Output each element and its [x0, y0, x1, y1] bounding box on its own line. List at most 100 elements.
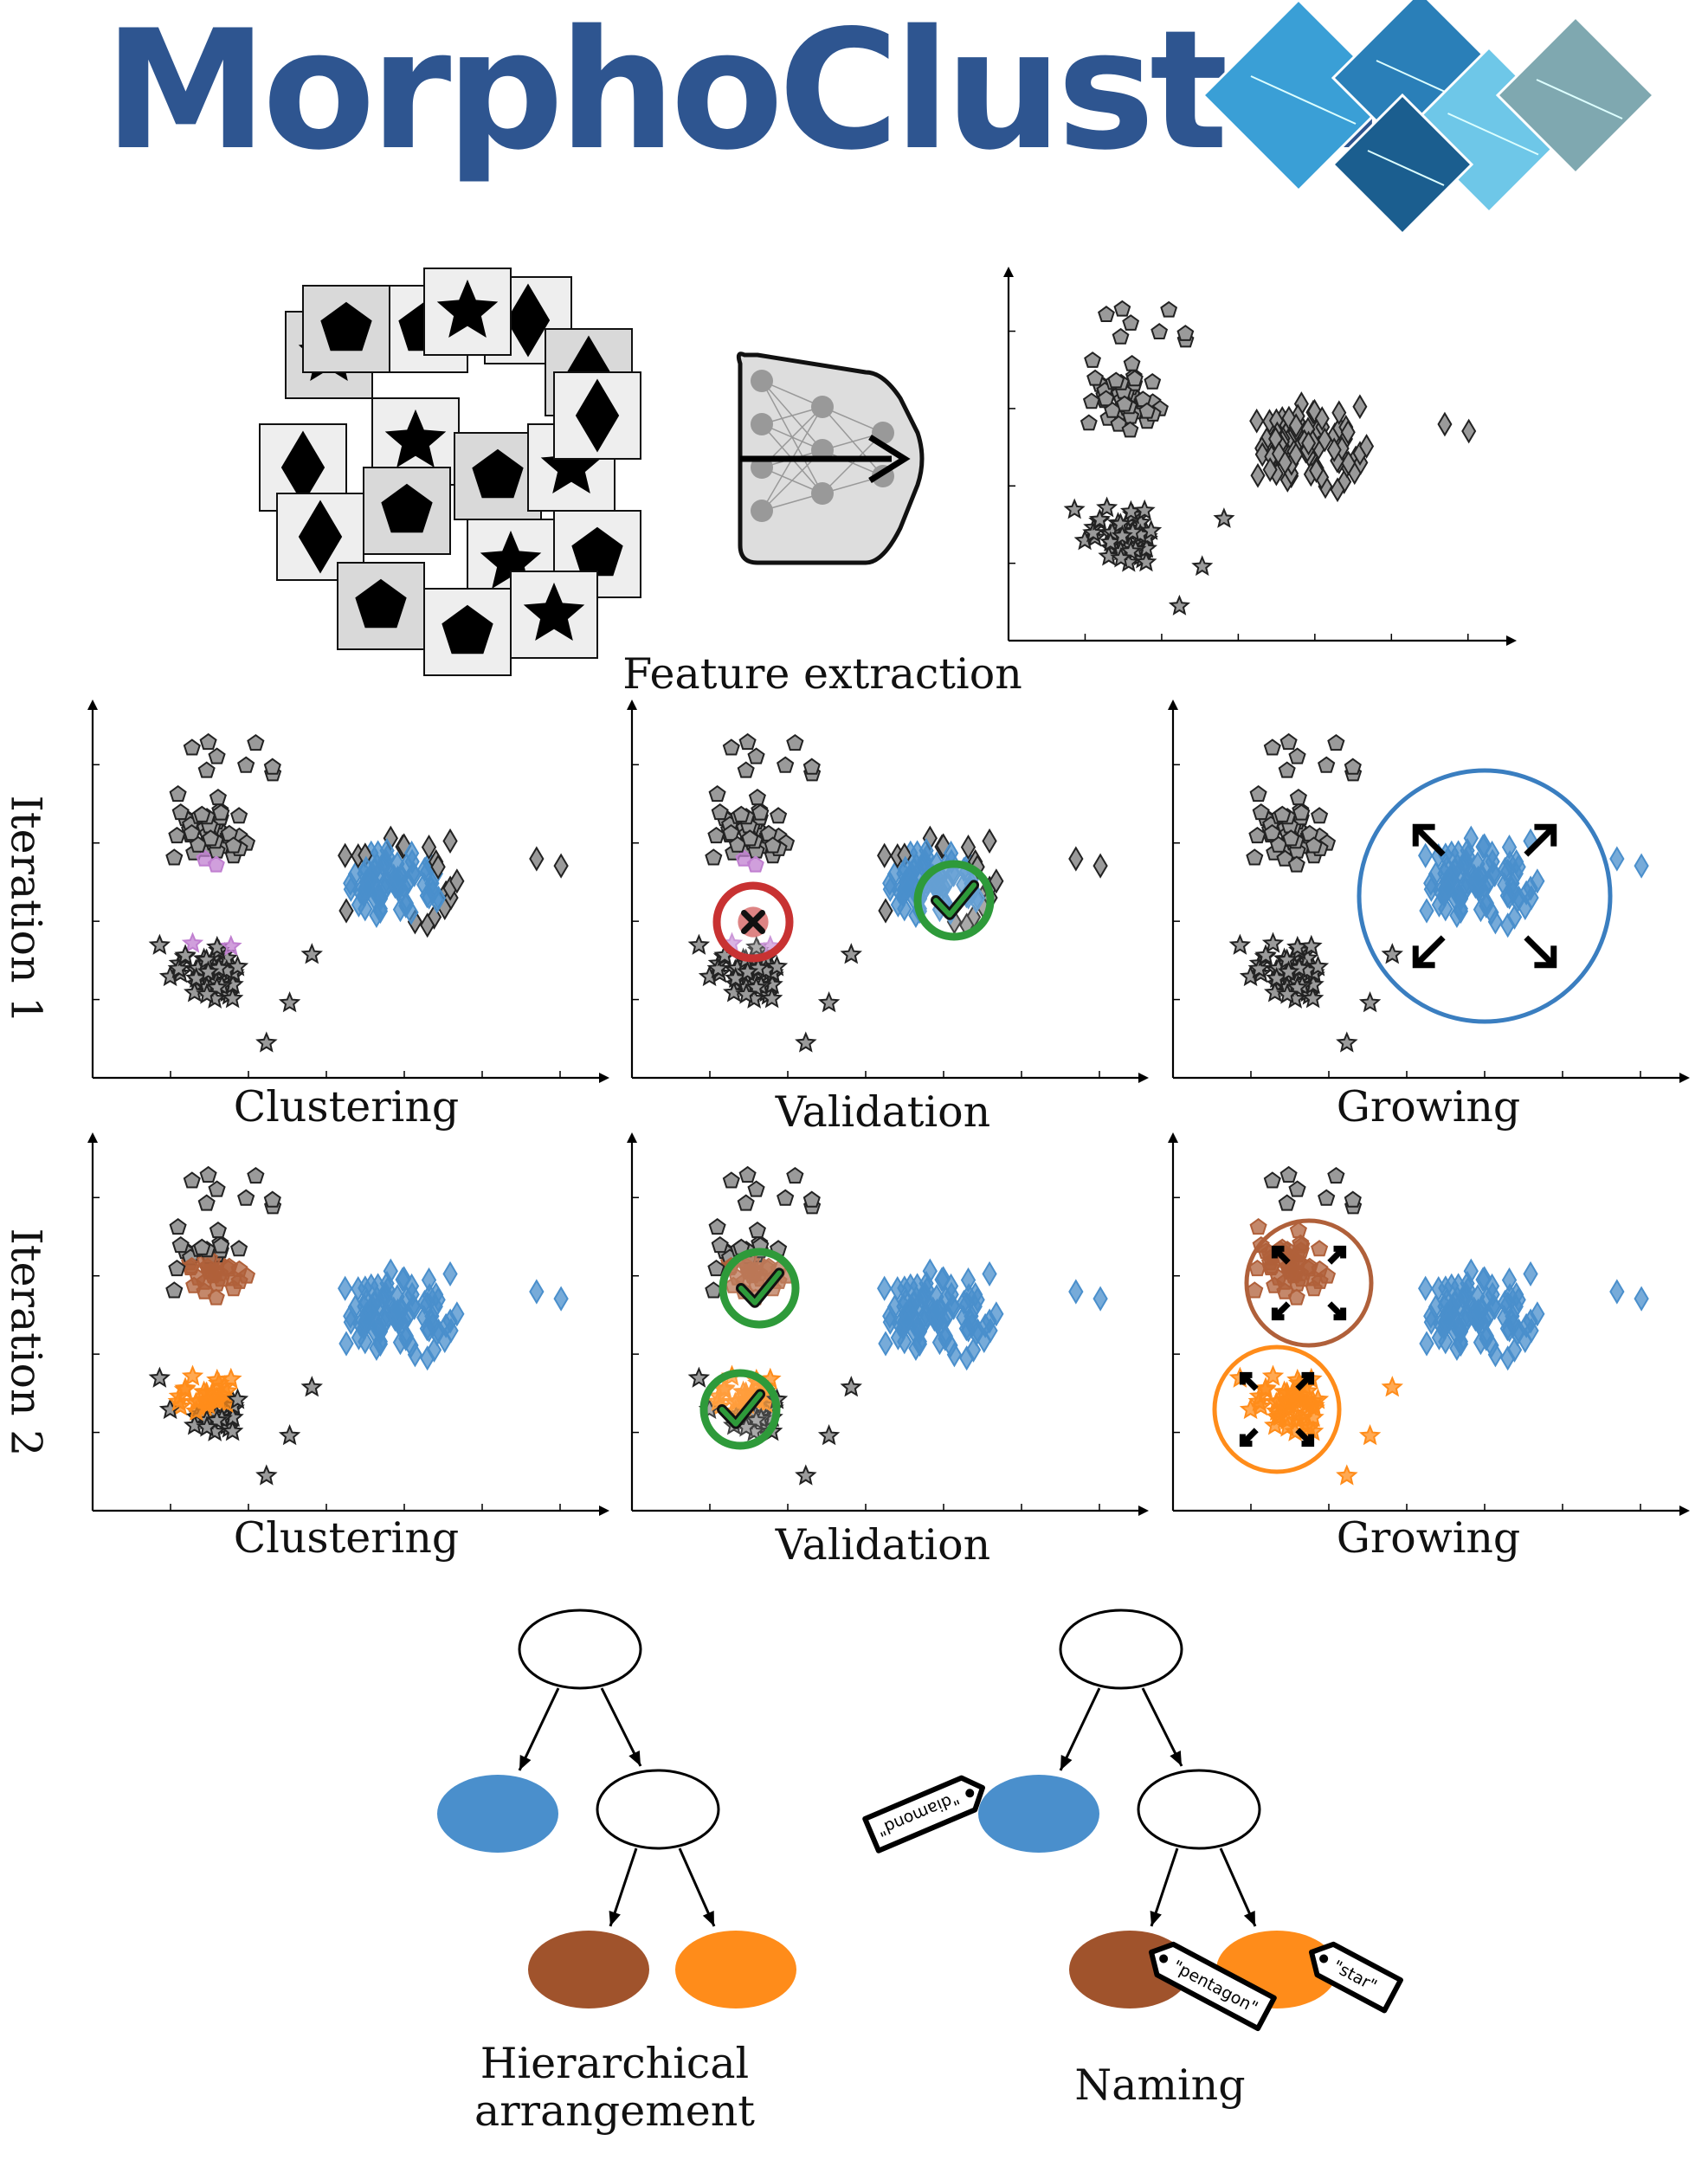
data-point-pent	[199, 732, 217, 751]
specimen-image	[276, 493, 364, 581]
data-point-pent	[707, 826, 725, 844]
data-point-diam	[1530, 868, 1545, 894]
data-point-diam	[553, 1286, 569, 1312]
data-point-star	[195, 1381, 218, 1402]
data-point-pent	[237, 756, 255, 773]
feature-extraction-caption: Feature extraction	[622, 649, 1022, 699]
expand-arrow	[1524, 824, 1557, 857]
data-point-diam	[946, 861, 962, 887]
data-point-star	[1191, 555, 1214, 577]
data-point-pent	[1123, 354, 1141, 371]
data-point-diam	[1341, 450, 1357, 476]
data-point-pent	[212, 803, 230, 821]
data-point-diam	[1249, 408, 1265, 434]
data-point-diam	[1511, 1286, 1526, 1312]
data-point-pent	[1084, 351, 1101, 368]
data-point-star	[723, 981, 745, 1003]
data-point-pent	[1289, 788, 1307, 806]
specimen-image	[423, 588, 512, 676]
data-point-pent	[708, 784, 726, 803]
network-node	[751, 413, 773, 435]
data-point-star	[184, 1414, 206, 1435]
data-point-diam	[1288, 442, 1304, 467]
data-point-pent	[1263, 1171, 1281, 1189]
data-point-diam	[398, 893, 414, 919]
data-point-diam	[989, 1301, 1004, 1327]
plot-iter2-validation-axes	[627, 1132, 1149, 1516]
data-point-diam	[1470, 1298, 1486, 1324]
data-point-star	[1306, 1388, 1330, 1409]
data-point-diam	[1309, 458, 1325, 483]
data-point-pent	[1292, 803, 1311, 821]
data-point-star	[221, 987, 244, 1009]
data-point-pent	[1318, 1189, 1336, 1206]
data-point-diam	[377, 877, 393, 903]
data-point-pent	[722, 823, 740, 841]
data-point-pent	[1305, 1269, 1323, 1286]
data-point-pent	[1263, 823, 1281, 841]
data-point-diam	[1500, 912, 1516, 938]
data-point-pent	[1288, 747, 1306, 764]
data-point-diam	[943, 1273, 959, 1299]
data-point-diam	[909, 1273, 925, 1299]
data-point-diam	[1484, 840, 1500, 867]
data-point-diam	[1458, 1280, 1473, 1306]
data-point-pent	[1252, 803, 1270, 821]
data-point-pent	[741, 1262, 759, 1280]
data-point-star	[300, 1376, 323, 1397]
data-point-pent	[777, 1189, 795, 1206]
data-point-diam	[403, 1273, 420, 1299]
data-point-pent	[168, 826, 186, 844]
data-point-star	[1306, 955, 1330, 977]
data-point-diam	[946, 1294, 962, 1320]
data-point-pent	[1288, 1180, 1306, 1197]
data-point-diam	[416, 872, 432, 898]
data-point-diam	[338, 1275, 353, 1301]
iteration-2-label: Iteration 2	[1, 1228, 51, 1457]
plot-iter2-growing	[1168, 1132, 1690, 1516]
caption-clustering-2: Clustering	[233, 1513, 460, 1563]
data-point-star	[1133, 499, 1156, 520]
data-point-pent	[1287, 855, 1305, 873]
data-point-star	[1336, 1464, 1358, 1486]
caption-validation-2: Validation	[775, 1520, 991, 1570]
data-point-diam	[442, 1261, 458, 1287]
data-point-pent	[1144, 372, 1162, 390]
data-point-pent	[193, 1238, 211, 1255]
data-point-pent	[1097, 390, 1115, 407]
data-point-diam	[1497, 872, 1512, 898]
data-point-pent	[722, 738, 740, 756]
data-point-diam	[1431, 892, 1447, 918]
data-point-pent	[1121, 421, 1139, 438]
data-point-star	[840, 943, 862, 964]
data-point-diam	[421, 1267, 437, 1293]
data-point-diam	[420, 912, 435, 938]
data-point-star	[840, 1376, 862, 1397]
data-point-pent	[770, 807, 788, 824]
data-point-pent	[741, 829, 759, 847]
data-point-star	[1286, 1409, 1309, 1430]
data-point-diam	[1423, 876, 1439, 902]
data-point-diam	[1330, 477, 1345, 503]
caption-clustering-1: Clustering	[233, 1082, 460, 1132]
data-point-star	[1254, 944, 1277, 965]
data-point-diam	[430, 854, 446, 880]
data-point-pent	[1246, 848, 1264, 866]
data-point-diam	[1500, 1345, 1516, 1371]
data-point-pent	[247, 1166, 265, 1184]
data-point-diam	[1331, 400, 1347, 426]
data-point-star	[744, 1409, 768, 1430]
plot-iter2-validation	[627, 1132, 1149, 1516]
tree-inner-node	[1137, 1769, 1261, 1850]
cross-mark-icon	[712, 881, 794, 963]
data-point-diam	[338, 1331, 354, 1357]
data-point-pent	[169, 784, 187, 803]
data-point-pent	[202, 829, 220, 847]
caption-growing-1: Growing	[1336, 1082, 1521, 1132]
data-point-diam	[1501, 834, 1518, 861]
data-point-pent	[1279, 1165, 1298, 1183]
data-point-pent	[1263, 738, 1281, 756]
data-point-pent	[1279, 732, 1298, 751]
data-point-diam	[959, 1345, 975, 1371]
data-point-pent	[209, 1221, 227, 1239]
